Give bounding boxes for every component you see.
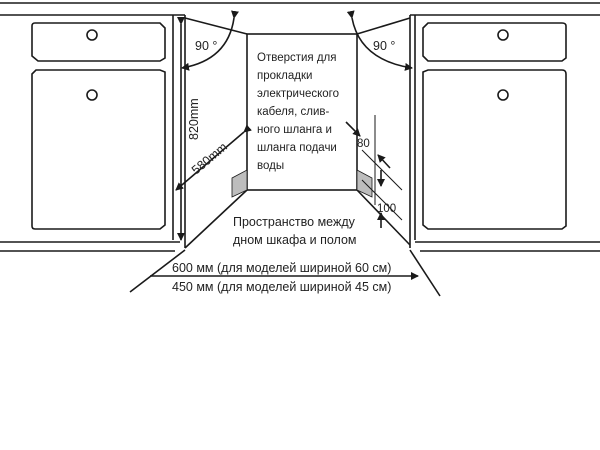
width-extension-right <box>409 249 441 297</box>
floor <box>0 241 600 252</box>
right-drawer <box>422 22 567 62</box>
right-cabinet <box>414 15 567 240</box>
knob-icon <box>86 89 98 101</box>
svg-text:воды: воды <box>257 160 284 172</box>
knob-icon <box>497 29 509 41</box>
plinth-right <box>356 169 373 198</box>
svg-text:Отверстия для: Отверстия для <box>257 52 337 64</box>
svg-text:электрического: электрического <box>257 88 339 100</box>
svg-text:шланга подачи: шланга подачи <box>257 142 337 154</box>
angle-right-label: 90 ° <box>373 39 395 53</box>
depth-label: 580mm <box>189 140 230 178</box>
svg-text:ного шланга и: ного шланга и <box>257 124 332 136</box>
space-label-line2: дном шкафа и полом <box>233 233 357 247</box>
dim-80-label: 80 <box>357 138 370 150</box>
openings-note: Отверстия для прокладки электрического к… <box>257 52 339 172</box>
depth-dimension <box>175 124 252 191</box>
width-450-label: 450 мм (для моделей шириной 45 см) <box>172 280 391 294</box>
height-label: 820mm <box>187 98 201 140</box>
back-wall <box>246 33 358 191</box>
width-600-label: 600 мм (для моделей шириной 60 см) <box>172 261 391 275</box>
right-door <box>422 69 567 230</box>
left-drawer <box>31 22 166 62</box>
dim-100-label: 100 <box>377 203 396 215</box>
swing-arc-left <box>181 10 239 71</box>
hole-dimensions: 80 100 <box>345 115 403 228</box>
knob-icon <box>497 89 509 101</box>
svg-text:прокладки: прокладки <box>257 70 312 82</box>
angle-left-label: 90 ° <box>195 39 217 53</box>
left-cabinet <box>31 15 174 240</box>
countertop <box>0 2 600 16</box>
width-extension-left <box>129 249 186 293</box>
space-label-line1: Пространство между <box>233 215 356 229</box>
left-door <box>31 69 166 230</box>
swing-arc-right <box>346 10 413 71</box>
svg-text:кабеля, слив-: кабеля, слив- <box>257 106 329 118</box>
knob-icon <box>86 29 98 41</box>
